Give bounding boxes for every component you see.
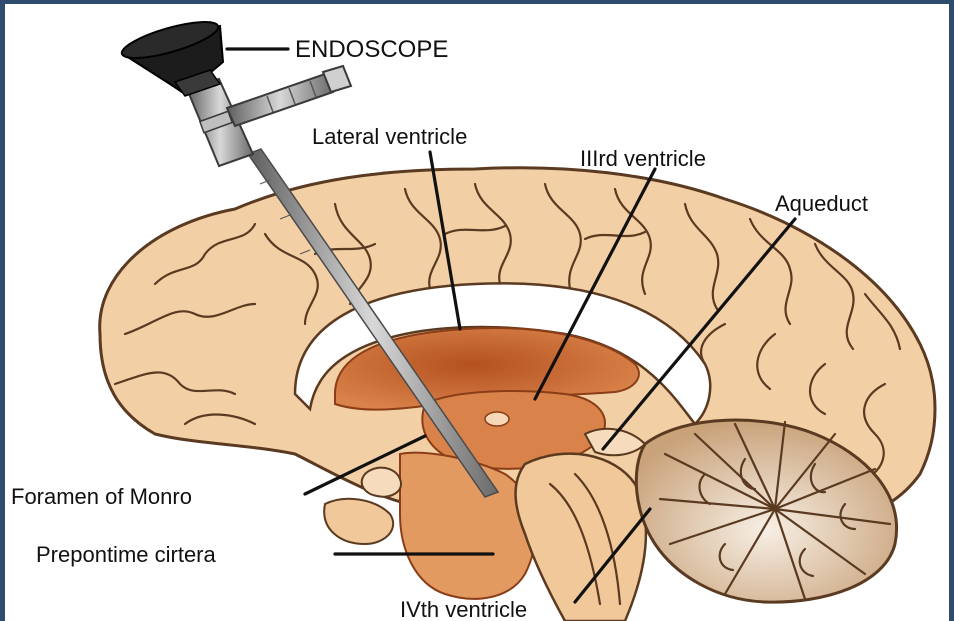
label-endoscope: ENDOSCOPE bbox=[295, 36, 448, 63]
label-foramen-of-monro: Foramen of Monro bbox=[11, 484, 192, 509]
label-prepontine-cistern: Prepontime cirtera bbox=[36, 542, 217, 567]
brain-endoscopy-diagram: ENDOSCOPE Lateral ventricle IIIrd ventri… bbox=[5, 4, 949, 621]
label-aqueduct: Aqueduct bbox=[775, 191, 868, 216]
label-lateral-ventricle: Lateral ventricle bbox=[312, 124, 467, 149]
label-fourth-ventricle: IVth ventricle bbox=[400, 597, 527, 621]
label-third-ventricle: IIIrd ventricle bbox=[580, 146, 706, 171]
pituitary-shape bbox=[324, 499, 393, 544]
